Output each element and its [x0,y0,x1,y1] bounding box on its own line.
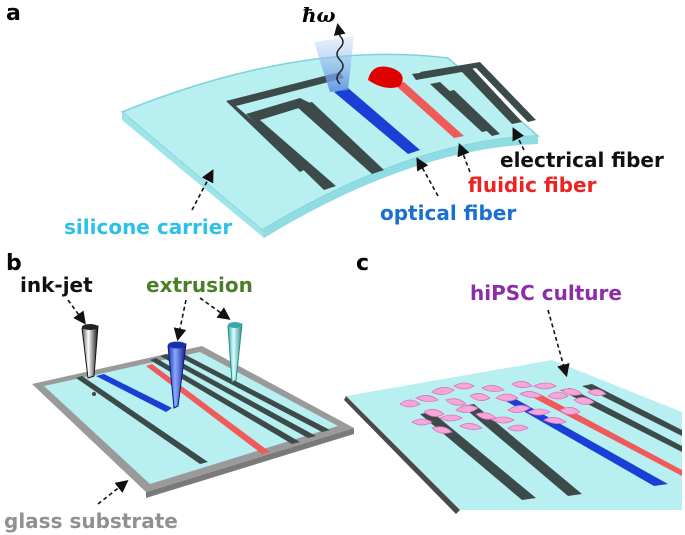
panel-b-letter: b [6,251,22,276]
extrusion-label: extrusion [146,273,253,297]
fibers-b [76,350,330,464]
fluidic-reservoir [368,66,403,88]
photon-energy-label: ħω [302,3,336,27]
extrusion-arrow-1 [173,299,187,342]
electrical-fiber-label: electrical fiber [500,148,664,172]
panel-c: c [344,251,682,514]
fluidic-fiber-a [394,82,464,138]
electrical-fiber-b1 [76,376,208,464]
electrical-fiber-frame [226,72,344,172]
fluidic-fiber-label: fluidic fiber [468,173,597,197]
optical-fiber-a [334,88,420,154]
silicone-layer-c-edge [344,396,460,514]
inkjet-label: ink-jet [20,273,93,297]
extrusion-nozzle-blue-icon [167,341,187,409]
hipsc-cell-cluster [399,381,607,434]
extrusion-arrow-2 [199,297,231,320]
glass-substrate-label: glass substrate [4,509,178,533]
inkjet-arrow [67,299,86,325]
silicone-carrier-label: silicone carrier [64,215,232,239]
silicone-carrier-side [122,112,264,238]
electrical-fibers-a [226,62,536,190]
glass-substrate-edge [146,428,354,498]
panel-a-letter: a [6,1,21,26]
silicone-arrow [191,169,214,211]
electrical-arrow [512,127,525,151]
panel-b: b ink-jet [4,251,354,533]
electrical-fiber-b4 [170,350,330,432]
electrical-fiber-b2 [150,358,300,444]
electrical-fiber-c2 [462,404,582,496]
electrical-fiber-5 [446,90,500,136]
electrical-fiber-6 [420,62,536,122]
photon-wave-icon [333,23,346,85]
electrical-fiber-b3 [160,354,316,438]
inkjet-nozzle-icon [81,324,99,396]
optical-fiber-label: optical fiber [380,201,516,225]
electrical-fiber-c4 [582,384,682,436]
optical-fiber-b [96,374,172,412]
hipsc-culture-label: hiPSC culture [470,281,622,305]
glass-arrow [97,480,129,505]
light-beam [314,36,354,92]
optical-arrow [416,157,439,197]
electrical-fiber-3 [412,66,522,124]
electrical-fiber-2 [296,102,384,174]
electrical-fiber-1 [246,98,336,190]
panel-c-letter: c [356,251,369,276]
fluidic-arrow [457,143,471,173]
panel-a: a ħω electrical fiber fluidic fiber [6,1,664,239]
extrusion-nozzle-cyan-icon [227,322,243,383]
electrical-fiber-c1 [420,412,536,500]
